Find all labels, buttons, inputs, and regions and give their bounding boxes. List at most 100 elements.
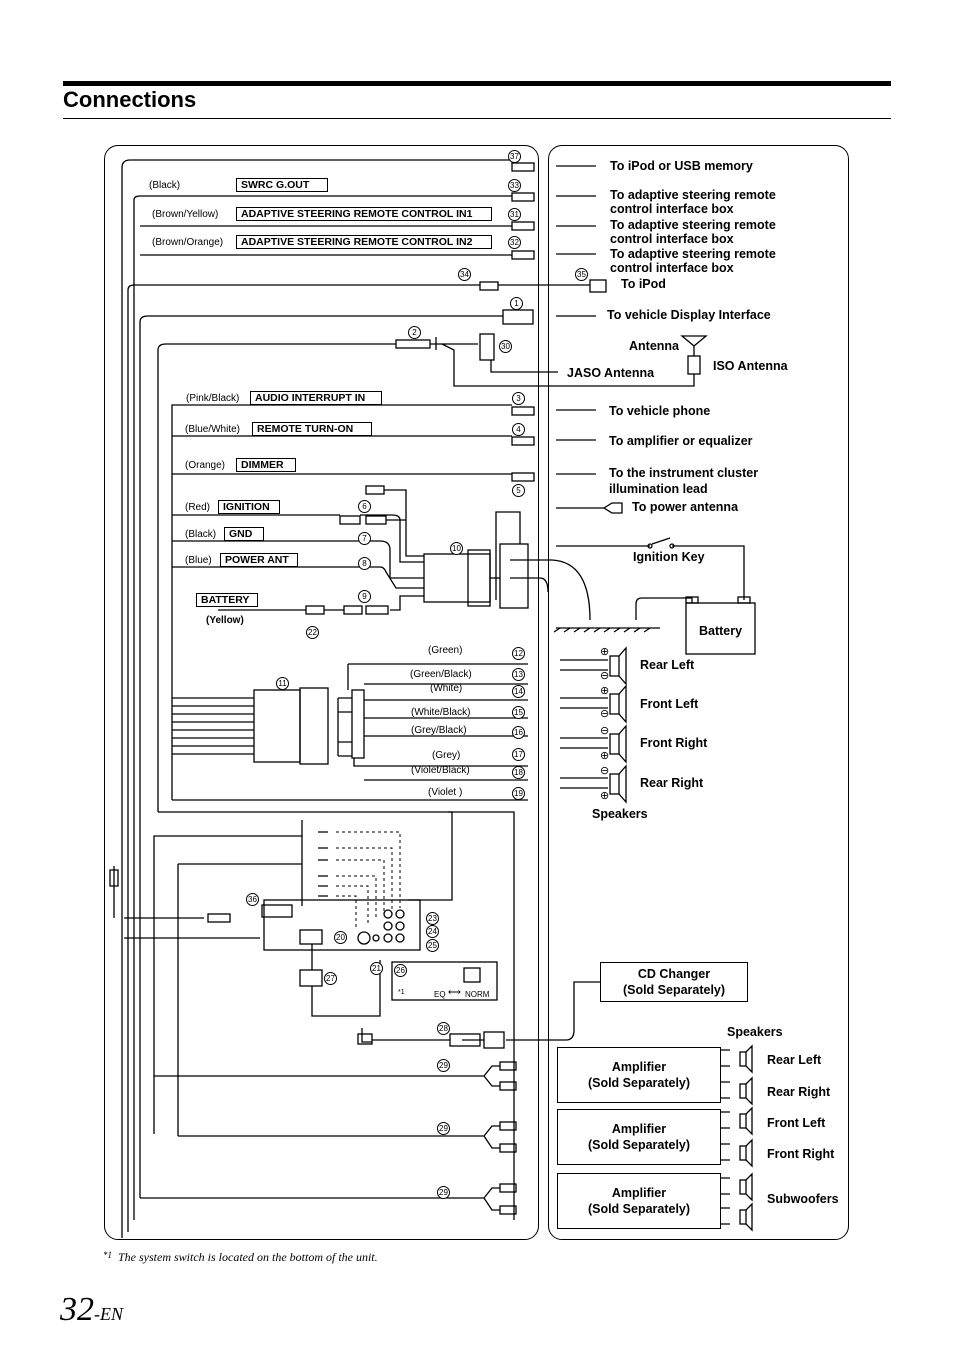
target-display-interface: To vehicle Display Interface xyxy=(607,308,771,322)
callout-number: 1 xyxy=(510,297,523,310)
battery-label: BATTERY xyxy=(196,593,258,607)
iso-antenna-label: ISO Antenna xyxy=(713,359,788,373)
wire-label: GND xyxy=(224,527,264,541)
speaker-rear-right: Rear Right xyxy=(640,776,704,790)
page-title: Connections xyxy=(63,87,197,112)
target-illumination: To the instrument cluster illumination l… xyxy=(609,466,759,496)
wire-label: REMOTE TURN-ON xyxy=(252,422,372,436)
callout-number: 36 xyxy=(246,893,259,906)
cd-changer-box: CD Changer (Sold Separately) xyxy=(600,962,748,1002)
callout-number: 2 xyxy=(408,326,421,339)
page-number: 32-EN xyxy=(60,1290,123,1334)
norm-label: NORM xyxy=(465,990,490,999)
speaker-wire-color: (Grey) xyxy=(432,750,461,761)
callout-number: 21 xyxy=(370,962,383,975)
footnote-text: The system switch is located on the bott… xyxy=(118,1250,378,1264)
speaker-wire-color: (Violet/Black) xyxy=(411,765,470,776)
amp-speaker-front-left: Front Left xyxy=(767,1116,826,1130)
speakers-label: Speakers xyxy=(592,807,648,821)
minus-sign: ⊖ xyxy=(600,708,610,720)
target-ipod: To iPod xyxy=(621,277,666,291)
callout-number: 32 xyxy=(508,236,521,249)
plus-sign: ⊕ xyxy=(600,685,610,697)
title-rule-top xyxy=(63,81,891,86)
plus-sign: ⊕ xyxy=(600,646,610,658)
wire-color: (Black) xyxy=(185,529,217,540)
target-steering-box-1: To adaptive steering remote control inte… xyxy=(610,188,776,216)
speaker-rear-left: Rear Left xyxy=(640,658,695,672)
callout-number: 16 xyxy=(512,726,525,739)
plus-sign: ⊕ xyxy=(600,790,610,802)
callout-number: 18 xyxy=(512,766,525,779)
antenna-label: Antenna xyxy=(629,339,679,353)
callout-number: 34 xyxy=(458,268,471,281)
callout-number: 5 xyxy=(512,484,525,497)
eq-label: EQ xyxy=(434,990,446,999)
wire-color: (Blue) xyxy=(185,555,212,566)
amplifier-label: Amplifier (Sold Separately) xyxy=(587,1186,691,1216)
callout-number: 30 xyxy=(499,340,512,353)
switch-footnote-mark: *1 xyxy=(398,989,405,996)
amp-speaker-rear-right: Rear Right xyxy=(767,1085,831,1099)
wire-color: (Pink/Black) xyxy=(186,393,240,404)
callout-number: 31 xyxy=(508,208,521,221)
title-rule-bottom xyxy=(63,118,891,119)
wire-color: (Brown/Yellow) xyxy=(152,209,219,220)
speaker-wire-color: (Grey/Black) xyxy=(411,725,467,736)
wire-label: IGNITION xyxy=(218,500,280,514)
minus-sign: ⊖ xyxy=(600,725,610,737)
callout-number: 9 xyxy=(358,590,371,603)
battery-box-label: Battery xyxy=(699,624,743,638)
plus-sign: ⊕ xyxy=(600,750,610,762)
speakers-bottom-label: Speakers xyxy=(727,1025,783,1039)
target-amplifier: To amplifier or equalizer xyxy=(609,434,753,448)
callout-number: 17 xyxy=(512,748,525,761)
wire-label: SWRC G.OUT xyxy=(236,178,328,192)
wire-label: DIMMER xyxy=(236,458,296,472)
callout-number: 4 xyxy=(512,423,525,436)
callout-number: 37 xyxy=(508,150,521,163)
callout-number: 6 xyxy=(358,500,371,513)
callout-number: 28 xyxy=(437,1022,450,1035)
amplifier-box: Amplifier (Sold Separately) xyxy=(557,1109,721,1165)
amplifier-box: Amplifier (Sold Separately) xyxy=(557,1047,721,1103)
amplifier-label: Amplifier (Sold Separately) xyxy=(587,1122,691,1152)
callout-number: 12 xyxy=(512,647,525,660)
speaker-front-left: Front Left xyxy=(640,697,699,711)
callout-number: 27 xyxy=(324,972,337,985)
callout-number: 7 xyxy=(358,532,371,545)
callout-number: 29 xyxy=(437,1059,450,1072)
wire-label: AUDIO INTERRUPT IN xyxy=(250,391,382,405)
callout-number: 13 xyxy=(512,668,525,681)
target-steering-box-2: To adaptive steering remote control inte… xyxy=(610,218,776,246)
callout-number: 29 xyxy=(437,1122,450,1135)
wire-label: POWER ANT xyxy=(220,553,298,567)
target-ipod-usb: To iPod or USB memory xyxy=(610,159,753,173)
wire-label: ADAPTIVE STEERING REMOTE CONTROL IN2 xyxy=(236,235,492,249)
callout-number: 26 xyxy=(394,964,407,977)
wire-color: (Black) xyxy=(149,180,181,191)
callout-number: 25 xyxy=(426,939,439,952)
amp-speaker-front-right: Front Right xyxy=(767,1147,835,1161)
jaso-antenna-label: JASO Antenna xyxy=(567,366,655,380)
target-vehicle-phone: To vehicle phone xyxy=(609,404,711,418)
footnote-mark: *1 xyxy=(103,1250,112,1260)
wire-color: (Red) xyxy=(185,502,211,513)
amp-speaker-rear-left: Rear Left xyxy=(767,1053,822,1067)
target-steering-box-3: To adaptive steering remote control inte… xyxy=(610,247,776,275)
wire-label: ADAPTIVE STEERING REMOTE CONTROL IN1 xyxy=(236,207,492,221)
amplifier-label: Amplifier (Sold Separately) xyxy=(587,1060,691,1090)
callout-number: 15 xyxy=(512,706,525,719)
minus-sign: ⊖ xyxy=(600,670,610,682)
callout-number: 19 xyxy=(512,787,525,800)
callout-number: 22 xyxy=(306,626,319,639)
ignition-key-label: Ignition Key xyxy=(633,550,705,564)
target-power-antenna: To power antenna xyxy=(632,500,739,514)
callout-number: 11 xyxy=(276,677,289,690)
speaker-front-right: Front Right xyxy=(640,736,708,750)
right-panel xyxy=(548,145,849,1240)
page-number-value: 32 xyxy=(60,1291,94,1328)
minus-sign: ⊖ xyxy=(600,765,610,777)
